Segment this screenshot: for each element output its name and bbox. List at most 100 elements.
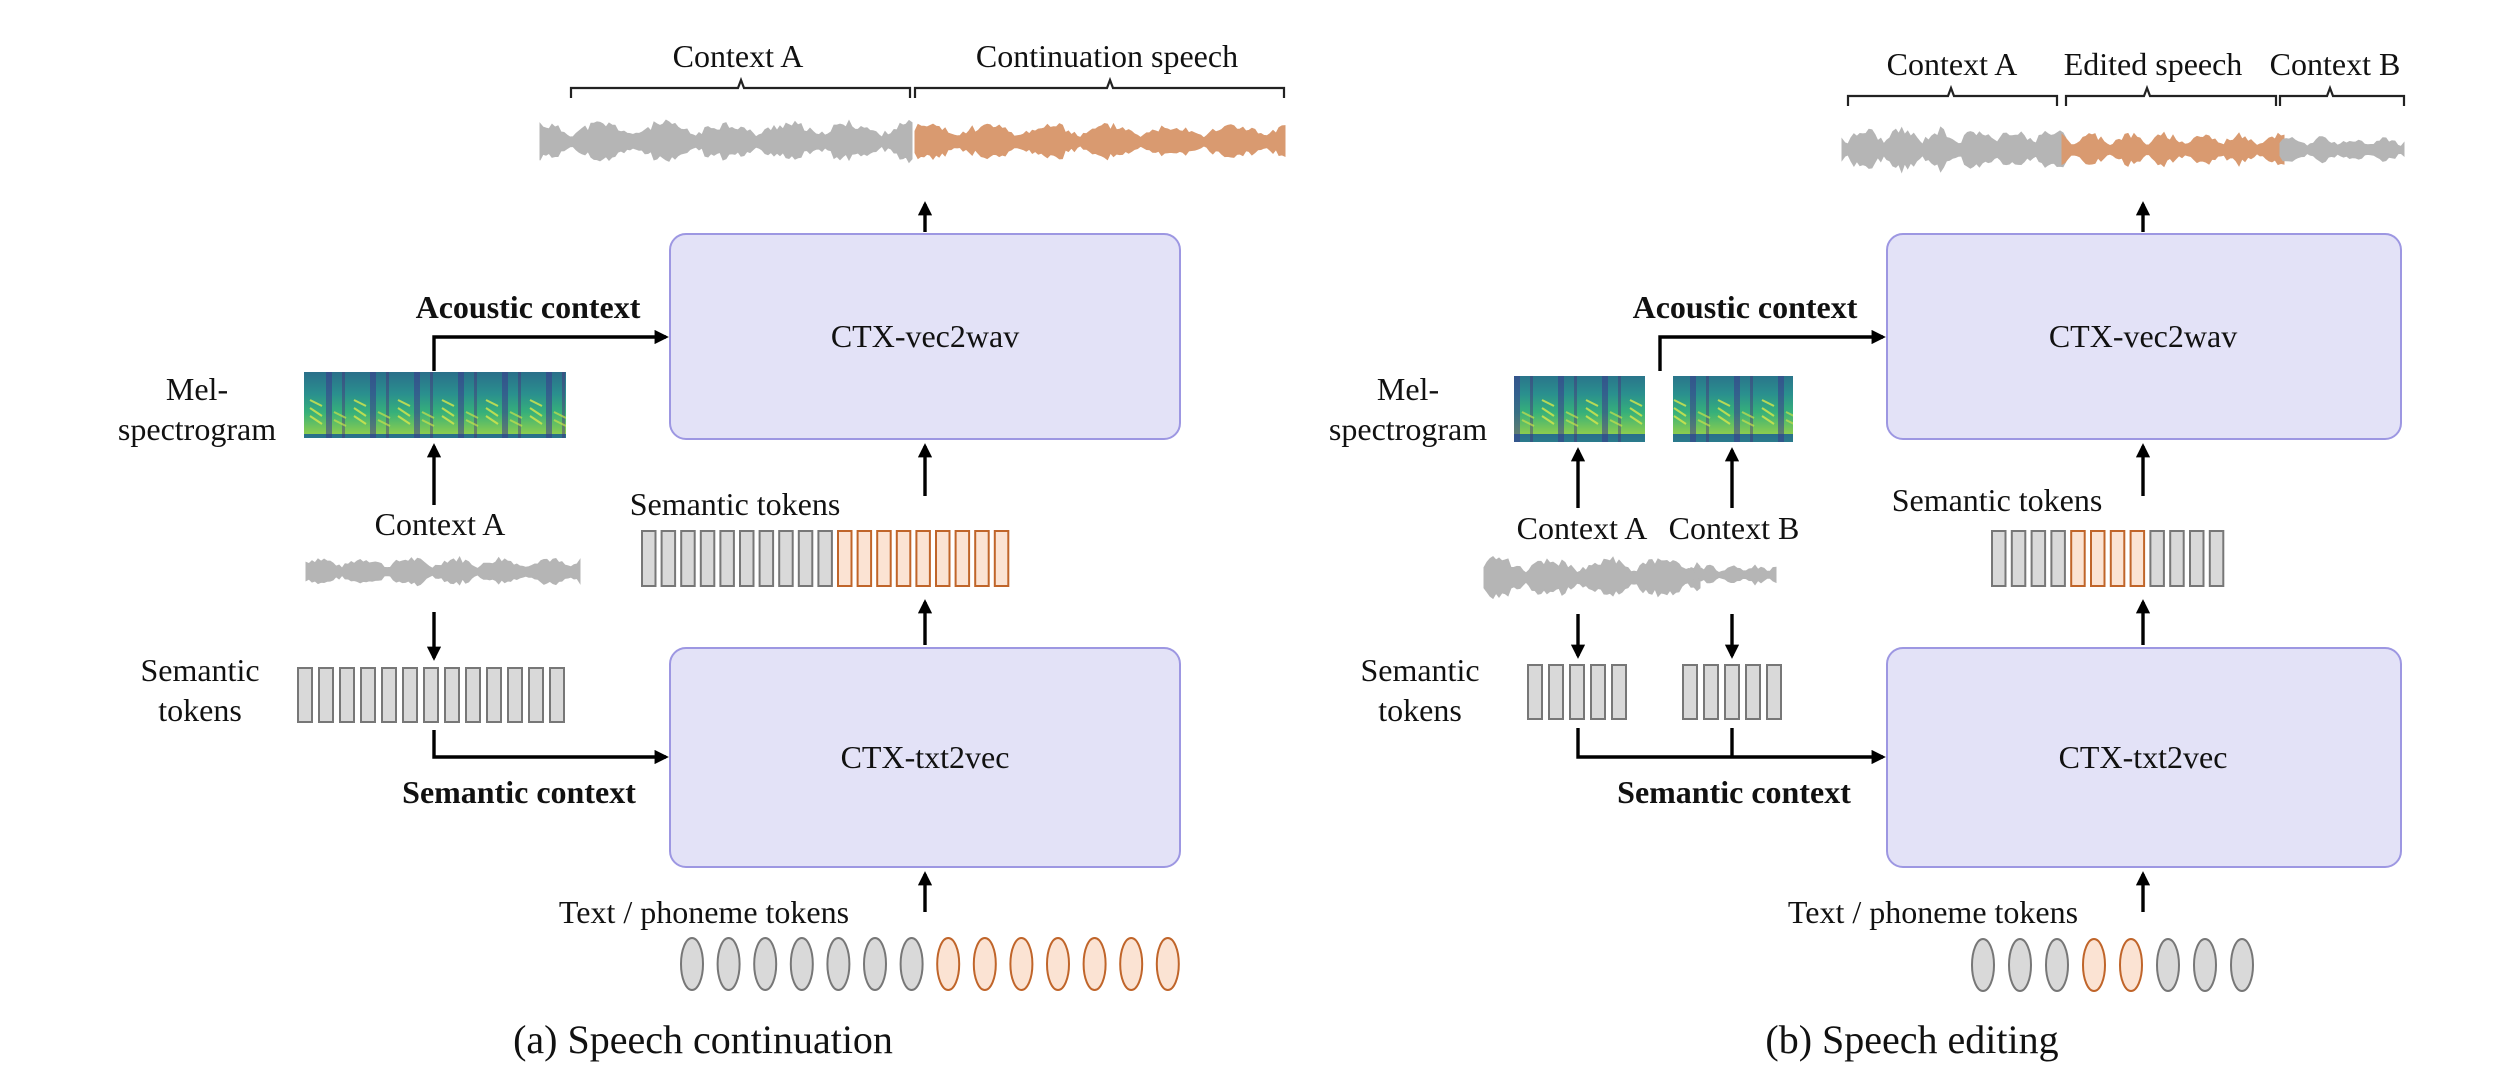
phoneme-token-row-b-oval xyxy=(2119,938,2143,992)
mel-label-line1: Mel- xyxy=(166,371,228,407)
semantic-token-strip-output-b-token xyxy=(1991,530,2007,587)
phoneme-token-row-oval xyxy=(899,937,924,991)
semantic-token-strip-context-a-token xyxy=(507,667,523,723)
semantic-token-strip-context-a-b-token xyxy=(1527,664,1543,720)
brace-context-b-b xyxy=(2278,84,2406,106)
semantic-context-arrow xyxy=(432,730,669,765)
phoneme-token-row-oval xyxy=(863,937,887,991)
semantic-token-strip-output-token xyxy=(993,530,1010,587)
phoneme-token-row-oval xyxy=(716,937,741,991)
brace-edited xyxy=(2064,84,2278,106)
semantic-token-strip-context-b-b-token xyxy=(1724,664,1740,720)
phoneme-token-row-oval xyxy=(680,937,704,991)
semantic-token-strip-output-token xyxy=(856,530,873,587)
acoustic-context-label: Acoustic context xyxy=(416,289,641,325)
ctx-vec2wav-box-b xyxy=(1886,233,2402,440)
panel-a: Context A Continuation speech CTX-vec2wa… xyxy=(118,38,1286,1062)
semantic-token-strip-output xyxy=(641,530,1010,587)
ctx-vec2wav-box xyxy=(669,233,1181,440)
semantic-token-strip-output-b xyxy=(1991,530,2225,587)
phoneme-token-row-b-oval xyxy=(2045,938,2069,992)
brace-continuation xyxy=(913,76,1286,98)
semantic-token-strip-context-a-token xyxy=(528,667,544,723)
semantic-token-strip-context-a-token xyxy=(339,667,355,723)
top-continuation-label: Continuation speech xyxy=(976,38,1238,74)
mel-spectrogram-context-a xyxy=(1514,376,1645,442)
semantic-token-strip-context-a-token xyxy=(465,667,481,723)
semantic-tokens-left-line1-b: Semantic xyxy=(1360,652,1479,688)
phoneme-token-row-oval xyxy=(936,937,961,991)
phoneme-token-row-b-oval xyxy=(2008,938,2032,992)
semantic-token-strip-output-b-token xyxy=(2109,530,2126,587)
semantic-token-strip-output-token xyxy=(895,530,912,587)
semantic-tokens-label-b: Semantic tokens xyxy=(1892,482,2103,518)
ctx-vec2wav-label: CTX-vec2wav xyxy=(831,318,1019,354)
semantic-token-strip-output-token xyxy=(954,530,971,587)
semantic-token-strip-context-a-token xyxy=(360,667,376,723)
semantic-token-strip-context-b-b-token xyxy=(1766,664,1782,720)
semantic-token-strip-output-b-token xyxy=(2030,530,2047,587)
semantic-token-strip-output-token xyxy=(974,530,990,587)
semantic-token-strip-output-token xyxy=(935,530,951,587)
semantic-token-strip-context-b-b xyxy=(1682,664,1782,720)
brace-context-a xyxy=(569,76,912,98)
semantic-token-strip-output-token xyxy=(876,530,892,587)
semantic-token-strip-context-a-token xyxy=(318,667,334,723)
ctx-txt2vec-label: CTX-txt2vec xyxy=(841,739,1010,775)
semantic-token-strip-context-a-token xyxy=(549,667,565,723)
caption-b: (b) Speech editing xyxy=(1765,1017,2058,1062)
semantic-token-strip-context-a-token xyxy=(297,667,313,723)
phoneme-token-row-oval xyxy=(789,937,814,991)
ctx-txt2vec-box-b xyxy=(1886,647,2402,868)
phoneme-token-row-oval xyxy=(826,937,851,991)
semantic-token-strip-output-b-token xyxy=(2208,530,2225,587)
phoneme-token-row xyxy=(680,937,1180,991)
phoneme-token-row-oval xyxy=(1119,937,1144,991)
semantic-token-strip-context-a-token xyxy=(423,667,439,723)
semantic-token-strip-context-b-b-token xyxy=(1745,664,1761,720)
phoneme-token-row-b-oval xyxy=(2193,938,2217,992)
mel-spectrogram-context-b xyxy=(1673,376,1793,442)
phoneme-token-row-b-oval xyxy=(1971,938,1995,992)
phoneme-token-row-oval xyxy=(1082,937,1107,991)
caption-a: (a) Speech continuation xyxy=(513,1017,893,1062)
semantic-token-strip-output-b-token xyxy=(2149,530,2165,587)
semantic-token-strip-context-b-b-token xyxy=(1682,664,1698,720)
semantic-token-strip-context-a-token xyxy=(381,667,397,723)
mel-label-line2-b: spectrogram xyxy=(1329,411,1487,447)
phoneme-token-row-b-oval xyxy=(2082,938,2106,992)
semantic-token-strip-output-token xyxy=(739,530,755,587)
phoneme-token-row-oval xyxy=(1009,937,1034,991)
semantic-token-strip-context-a-b-token xyxy=(1590,664,1606,720)
phoneme-tokens-label: Text / phoneme tokens xyxy=(559,894,849,930)
semantic-context-label: Semantic context xyxy=(402,774,636,810)
phoneme-token-row-oval xyxy=(972,937,997,991)
ctx-vec2wav-label-b: CTX-vec2wav xyxy=(2049,318,2237,354)
acoustic-context-label-b: Acoustic context xyxy=(1633,289,1858,325)
semantic-token-strip-output-b-token xyxy=(2129,530,2146,587)
context-a-label: Context A xyxy=(375,506,506,542)
ctx-txt2vec-box xyxy=(669,647,1181,868)
semantic-token-strip-output-token xyxy=(680,530,696,587)
semantic-token-strip-output-token xyxy=(660,530,677,587)
mel-label-line1-b: Mel- xyxy=(1377,371,1439,407)
semantic-token-strip-output-b-token xyxy=(2189,530,2205,587)
semantic-token-strip-output-b-token xyxy=(2010,530,2027,587)
acoustic-context-arrow xyxy=(432,329,669,371)
semantic-token-strip-output-token xyxy=(797,530,814,587)
semantic-token-strip-context-a-b-token xyxy=(1548,664,1564,720)
semantic-tokens-left-line2: tokens xyxy=(158,692,242,728)
semantic-token-strip-output-token xyxy=(915,530,931,587)
top-context-a-label-b: Context A xyxy=(1887,46,2018,82)
semantic-token-strip-output-b-token xyxy=(2070,530,2086,587)
phoneme-tokens-label-b: Text / phoneme tokens xyxy=(1788,894,2078,930)
top-waveform-continuation xyxy=(914,122,1286,161)
semantic-token-strip-context-a-token xyxy=(402,667,418,723)
phoneme-token-row-b xyxy=(1971,938,2254,992)
semantic-tokens-left-line2-b: tokens xyxy=(1378,692,1462,728)
semantic-token-strip-context-a-token xyxy=(486,667,502,723)
semantic-token-strip-context-a-b-token xyxy=(1611,664,1627,720)
top-edited-speech-label: Edited speech xyxy=(2064,46,2243,82)
mel-label-line2: spectrogram xyxy=(118,411,276,447)
